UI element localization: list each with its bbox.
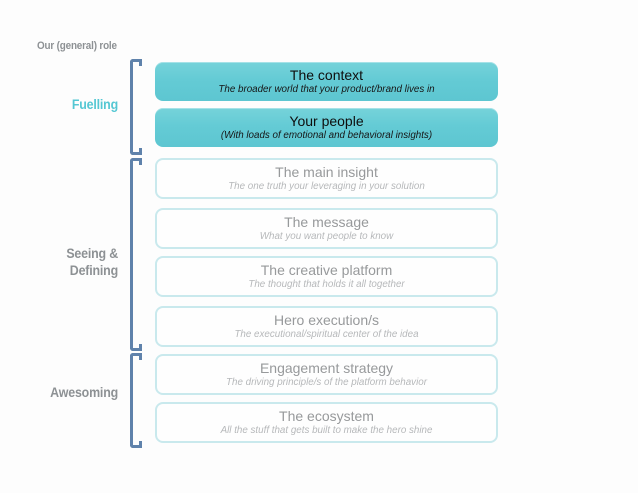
box-your-people: Your people (With loads of emotional and… bbox=[155, 108, 498, 147]
box-title: Your people bbox=[289, 112, 364, 129]
box-subtitle: The thought that holds it all together bbox=[248, 278, 405, 290]
box-the-main-insight: The main insight The one truth your leve… bbox=[155, 158, 498, 199]
box-the-creative-platform: The creative platform The thought that h… bbox=[155, 256, 498, 297]
section-label-text: Seeing & bbox=[66, 246, 118, 261]
bracket-seeing-defining bbox=[130, 158, 142, 351]
box-title: Hero execution/s bbox=[273, 311, 380, 328]
box-subtitle: The executional/spiritual center of the … bbox=[234, 328, 419, 340]
box-title: The ecosystem bbox=[279, 407, 374, 424]
box-subtitle: The one truth your leveraging in your so… bbox=[228, 180, 425, 192]
box-title: The context bbox=[289, 66, 364, 83]
section-label-text: Defining bbox=[69, 263, 118, 278]
box-title: The message bbox=[284, 213, 369, 230]
box-subtitle: (With loads of emotional and behavioral … bbox=[220, 129, 433, 141]
box-subtitle: The driving principle/s of the platform … bbox=[226, 376, 427, 388]
section-label-awesoming: Awesoming bbox=[26, 384, 118, 401]
box-engagement-strategy: Engagement strategy The driving principl… bbox=[155, 354, 498, 395]
section-label-text: Fuelling bbox=[71, 97, 118, 112]
role-heading: Our (general) role bbox=[37, 40, 117, 52]
box-subtitle: All the stuff that gets built to make th… bbox=[220, 424, 433, 436]
section-label-text: Awesoming bbox=[50, 385, 118, 400]
bracket-awesoming bbox=[130, 353, 142, 448]
box-subtitle: What you want people to know bbox=[259, 230, 394, 242]
section-label-seeing-defining: Seeing & Defining bbox=[26, 245, 118, 279]
section-label-fuelling: Fuelling bbox=[26, 96, 118, 113]
box-title: The main insight bbox=[275, 163, 378, 180]
box-title: Engagement strategy bbox=[259, 359, 394, 376]
box-the-message: The message What you want people to know bbox=[155, 208, 498, 249]
box-hero-executions: Hero execution/s The executional/spiritu… bbox=[155, 306, 498, 347]
box-the-ecosystem: The ecosystem All the stuff that gets bu… bbox=[155, 402, 498, 443]
box-subtitle: The broader world that your product/bran… bbox=[218, 83, 435, 95]
box-title: The creative platform bbox=[260, 261, 393, 278]
box-the-context: The context The broader world that your … bbox=[155, 62, 498, 101]
bracket-fuelling bbox=[130, 59, 142, 155]
